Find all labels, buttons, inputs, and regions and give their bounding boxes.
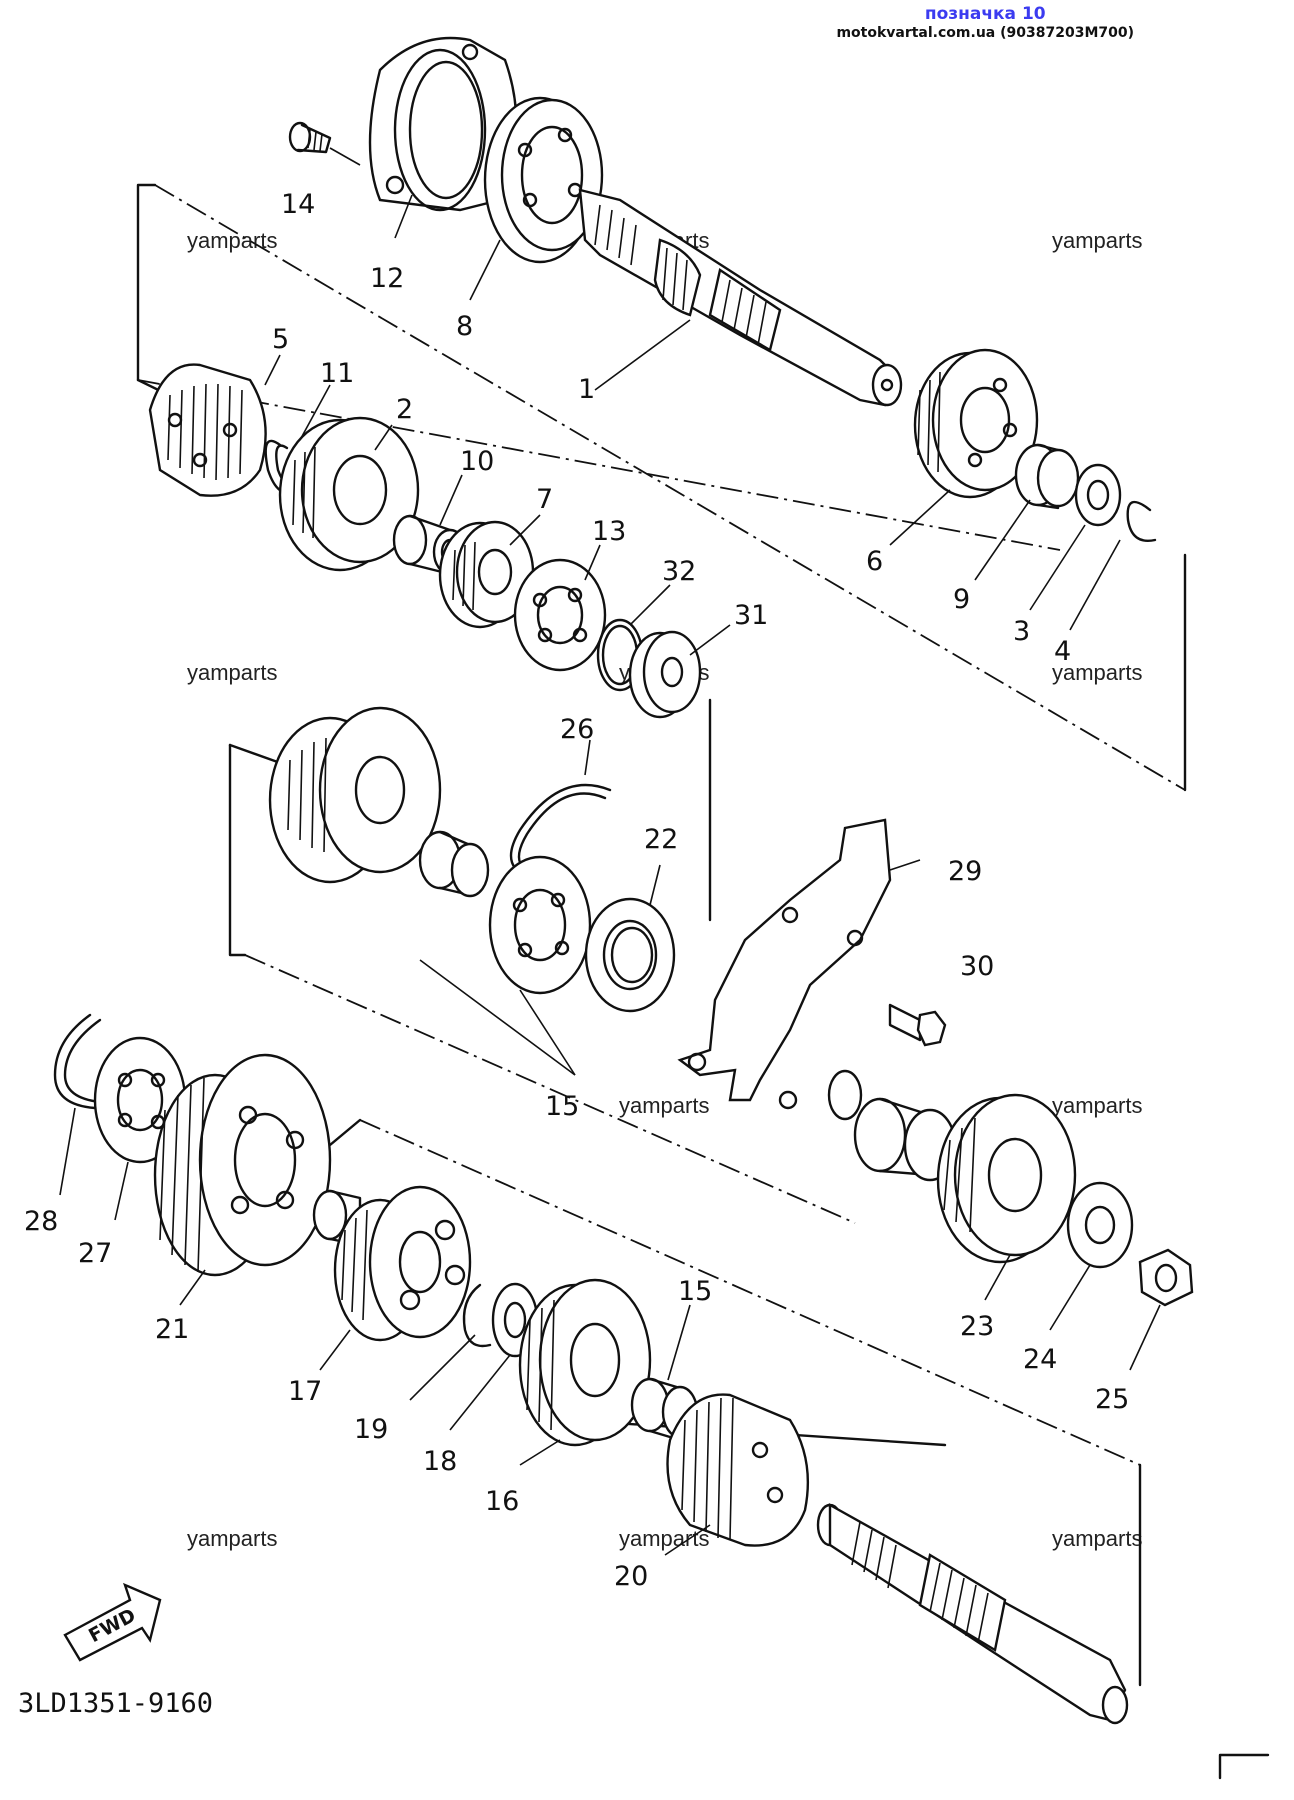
part-21-gear xyxy=(153,1053,332,1277)
fwd-arrow-icon xyxy=(63,1582,162,1662)
part-19-circlip xyxy=(462,1283,492,1348)
callout-21: 21 xyxy=(155,1314,189,1345)
callout-27: 27 xyxy=(78,1238,112,1269)
part-3-washer-hole xyxy=(1086,479,1110,511)
part-1-main-axle xyxy=(578,188,903,407)
callout-4: 4 xyxy=(1054,636,1071,667)
callout-11: 11 xyxy=(320,358,354,389)
callout-32: 32 xyxy=(662,556,696,587)
callout-24: 24 xyxy=(1023,1344,1057,1375)
callout-14: 14 xyxy=(281,189,315,220)
callout-6: 6 xyxy=(866,546,883,577)
part-18-washer-hole xyxy=(503,1301,527,1339)
part-3-washer xyxy=(1074,463,1122,527)
callout-10: 10 xyxy=(460,446,494,477)
watermark: yamparts xyxy=(187,660,278,685)
callout-leaders xyxy=(59,194,1161,1556)
leader-line xyxy=(329,147,361,166)
part-13-bearing xyxy=(513,558,607,672)
callout-5: 5 xyxy=(272,324,289,355)
callout-26: 26 xyxy=(560,714,594,745)
part-22-oil-seal xyxy=(584,897,676,1013)
part-26-circlip xyxy=(509,783,612,870)
part-26-circlip-inner xyxy=(517,792,607,868)
callout-18: 18 xyxy=(423,1446,457,1477)
callout-25: 25 xyxy=(1095,1384,1129,1415)
header-badge: позначка 10 motokvartal.com.ua (90387203… xyxy=(836,4,1134,41)
part-30-bolt xyxy=(888,1003,947,1047)
watermark: yamparts xyxy=(1052,1526,1143,1551)
bearing-middle xyxy=(488,855,592,995)
part-24-lock-washer-hole xyxy=(1084,1205,1116,1245)
source-reference: motokvartal.com.ua (90387203M700) xyxy=(836,25,1134,41)
part-31-oil-seal xyxy=(628,630,702,719)
callout-1: 1 xyxy=(578,374,595,405)
callout-3: 3 xyxy=(1013,616,1030,647)
collar-middle xyxy=(418,830,490,898)
callout-8: 8 xyxy=(456,311,473,342)
callout-13: 13 xyxy=(592,516,626,547)
callout-31: 31 xyxy=(734,600,768,631)
o-ring-small xyxy=(827,1069,863,1121)
callout-7: 7 xyxy=(536,484,553,515)
part-2-gear xyxy=(278,416,420,572)
callout-12: 12 xyxy=(370,263,404,294)
part-28-circlip-inner xyxy=(63,1018,102,1104)
part-16-gear xyxy=(518,1278,652,1447)
part-25-nut xyxy=(1138,1248,1194,1307)
part-29-retainer-plate xyxy=(677,818,892,1110)
watermark: yamparts xyxy=(619,1526,710,1551)
part-8-bearing xyxy=(483,96,604,264)
callout-16: 16 xyxy=(485,1486,519,1517)
diagram-badge-label: позначка 10 xyxy=(924,4,1046,24)
callout-30: 30 xyxy=(960,951,994,982)
callout-15: 15 xyxy=(545,1091,579,1122)
part-23-sprocket xyxy=(936,1093,1077,1264)
part-7-gear xyxy=(438,520,535,629)
callout-23: 23 xyxy=(960,1311,994,1342)
watermark: yamparts xyxy=(1052,660,1143,685)
part-20-gear xyxy=(666,1393,810,1547)
part-14-screw xyxy=(288,121,332,154)
part-9-collar xyxy=(1014,443,1080,510)
corner-mark xyxy=(1218,1753,1270,1780)
watermark: yamparts xyxy=(619,1093,710,1118)
callout-2: 2 xyxy=(396,394,413,425)
diagram-code: 3LD1351-9160 xyxy=(18,1688,213,1719)
part-28-circlip xyxy=(53,1013,97,1110)
callout-19: 19 xyxy=(354,1414,388,1445)
callout-22: 22 xyxy=(644,824,678,855)
part-25-nut-hole xyxy=(1154,1263,1178,1293)
part-24-lock-washer xyxy=(1066,1181,1134,1269)
callout-9: 9 xyxy=(953,584,970,615)
watermark: yamparts xyxy=(1052,228,1143,253)
part-17-gear xyxy=(333,1185,472,1342)
watermark: yamparts xyxy=(187,1526,278,1551)
drive-axle xyxy=(816,1502,1129,1725)
callout-20: 20 xyxy=(614,1561,648,1592)
part-12-bearing-housing xyxy=(368,36,518,212)
gear-middle-left xyxy=(268,706,442,884)
watermark: yamparts xyxy=(1052,1093,1143,1118)
main-axle-group-frame xyxy=(136,183,1187,792)
part-5-gear xyxy=(148,363,267,497)
leader-line xyxy=(889,859,921,871)
callout-15-bottom: 15 xyxy=(678,1276,712,1307)
callout-29: 29 xyxy=(948,856,982,887)
callout-17: 17 xyxy=(288,1376,322,1407)
callout-28: 28 xyxy=(24,1206,58,1237)
part-6-gear xyxy=(913,348,1039,499)
part-4-circlip xyxy=(1126,500,1157,542)
